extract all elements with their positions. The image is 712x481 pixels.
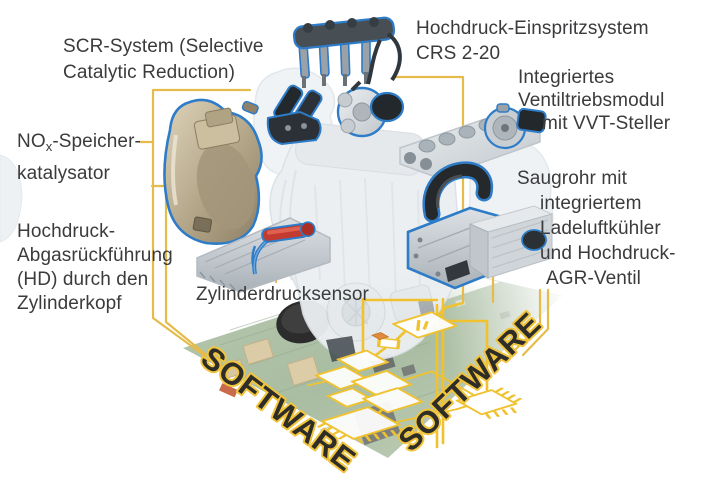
- scr-doser-illustration: [266, 84, 323, 146]
- leader-agrventil-to-software-b: [521, 288, 550, 357]
- cylinder-pressure-sensor: [261, 221, 316, 243]
- label-line: Saugrohr mit: [517, 168, 627, 189]
- label-nox-catalyst: NOx-Speicher- katalysator: [17, 128, 141, 187]
- label-line: SCR-System (Selective: [63, 36, 264, 57]
- software-schematic-overlay: [306, 297, 522, 449]
- label-line: Abgasrückführung: [17, 245, 173, 266]
- label-line: CRS 2-20: [416, 43, 501, 64]
- label-hd-agr: Hochdruck- Abgasrückführung (HD) durch d…: [17, 220, 173, 316]
- label-line: mit VVT-Steller: [542, 113, 671, 134]
- label-line: und Hochdruck-: [540, 243, 676, 264]
- crs-injection-system-illustration: [292, 16, 405, 138]
- label-line: (HD) durch den: [17, 269, 149, 290]
- leader-scr-to-software: [151, 88, 252, 358]
- schematic-ic-box: [320, 406, 401, 440]
- label-line: Ventiltriebsmodul: [518, 90, 665, 111]
- label-line: Hochdruck-: [17, 221, 116, 242]
- label-valve-train: Integriertes Ventiltriebsmodul mit VVT-S…: [518, 66, 670, 135]
- label-line: integriertem: [540, 193, 642, 214]
- intake-manifold-illustration: [406, 161, 554, 290]
- label-line: Zylinderdrucksensor: [196, 284, 369, 305]
- label-line: Integriertes: [518, 67, 615, 88]
- label-zylinderdrucksensor: Zylinderdrucksensor: [196, 283, 369, 307]
- cylinder-head-agr-illustration: [196, 217, 331, 293]
- label-scr-system: SCR-System (Selective Catalytic Reductio…: [63, 34, 264, 86]
- schematic-ic-box: [455, 389, 518, 416]
- nox-catalyst-illustration: [163, 98, 263, 245]
- label-line: Catalytic Reduction): [63, 62, 236, 83]
- vvt-actuator: [483, 103, 547, 150]
- label-line: Hochdruck-Einspritzsystem: [416, 18, 649, 39]
- intercooler-box: [468, 205, 554, 279]
- label-line: Zylinderkopf: [17, 293, 122, 314]
- label-line: NOx-Speicher-: [17, 131, 141, 154]
- leader-agr-to-software: [150, 184, 217, 364]
- valve-train-module-illustration: [399, 103, 547, 179]
- label-crs-injection: Hochdruck-Einspritzsystem CRS 2-20: [416, 16, 649, 66]
- leader-agrventil-to-software-a: [514, 288, 542, 351]
- label-saugrohr: Saugrohr mit integriertem Ladeluftkühler…: [517, 166, 676, 291]
- label-line: AGR-Ventil: [546, 268, 641, 289]
- label-line: Ladeluftkühler: [540, 218, 661, 239]
- label-line: katalysator: [17, 163, 110, 184]
